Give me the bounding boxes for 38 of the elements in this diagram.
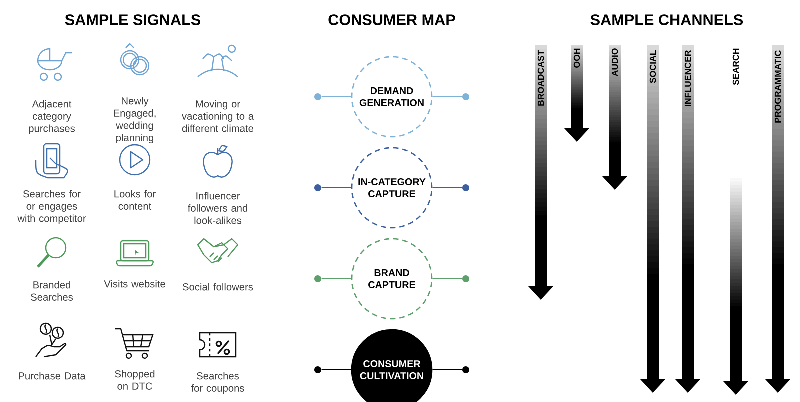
connector-line <box>432 278 462 280</box>
end-dot <box>314 276 322 282</box>
connector-line <box>432 187 462 189</box>
signal-text: Social followers <box>182 283 254 291</box>
channel-label: OOH <box>574 48 580 68</box>
connector-line <box>322 278 352 280</box>
signal-text: Searches for or engages with competitor <box>18 190 86 224</box>
end-dot <box>462 94 470 100</box>
heading: SAMPLE CHANNELS <box>590 14 744 26</box>
signal-text: Influencer followers and look-alikes <box>188 192 248 224</box>
channel-label: INFLUENCER <box>684 50 692 106</box>
channel-label: AUDIO <box>612 48 618 76</box>
end-dot <box>462 366 470 374</box>
end-dot <box>462 276 470 282</box>
connector-line <box>432 369 462 371</box>
connector-line <box>432 96 462 98</box>
signal-text: Visits website <box>104 280 166 288</box>
connector-line <box>322 187 352 189</box>
channel-label: PROGRAMMATIC <box>774 50 782 123</box>
end-dot <box>314 366 322 374</box>
end-dot <box>462 184 470 192</box>
signal-text: Branded Searches <box>31 281 74 301</box>
connector-line <box>322 369 352 371</box>
end-dot <box>314 94 322 100</box>
heading: CONSUMER MAP <box>328 14 456 26</box>
signal-text: Purchase Data <box>19 372 86 380</box>
channel-label: SOCIAL <box>650 50 656 84</box>
signal-text: Moving or vacationing to a different climate <box>182 100 254 132</box>
connector-line <box>322 96 352 98</box>
channel-label: SEARCH <box>732 48 740 86</box>
signal-text: Adjacent category purchases <box>29 100 76 134</box>
signal-text: Newly Engaged, wedding planning <box>114 97 156 144</box>
signal-text: Shopped on DTC <box>115 370 155 390</box>
signal-text: Searches for coupons <box>191 372 244 394</box>
end-dot <box>314 184 322 192</box>
channel-label: BROADCAST <box>538 50 544 106</box>
signal-text: Looks for content <box>114 190 156 210</box>
heading: SAMPLE SIGNALS <box>65 14 201 26</box>
